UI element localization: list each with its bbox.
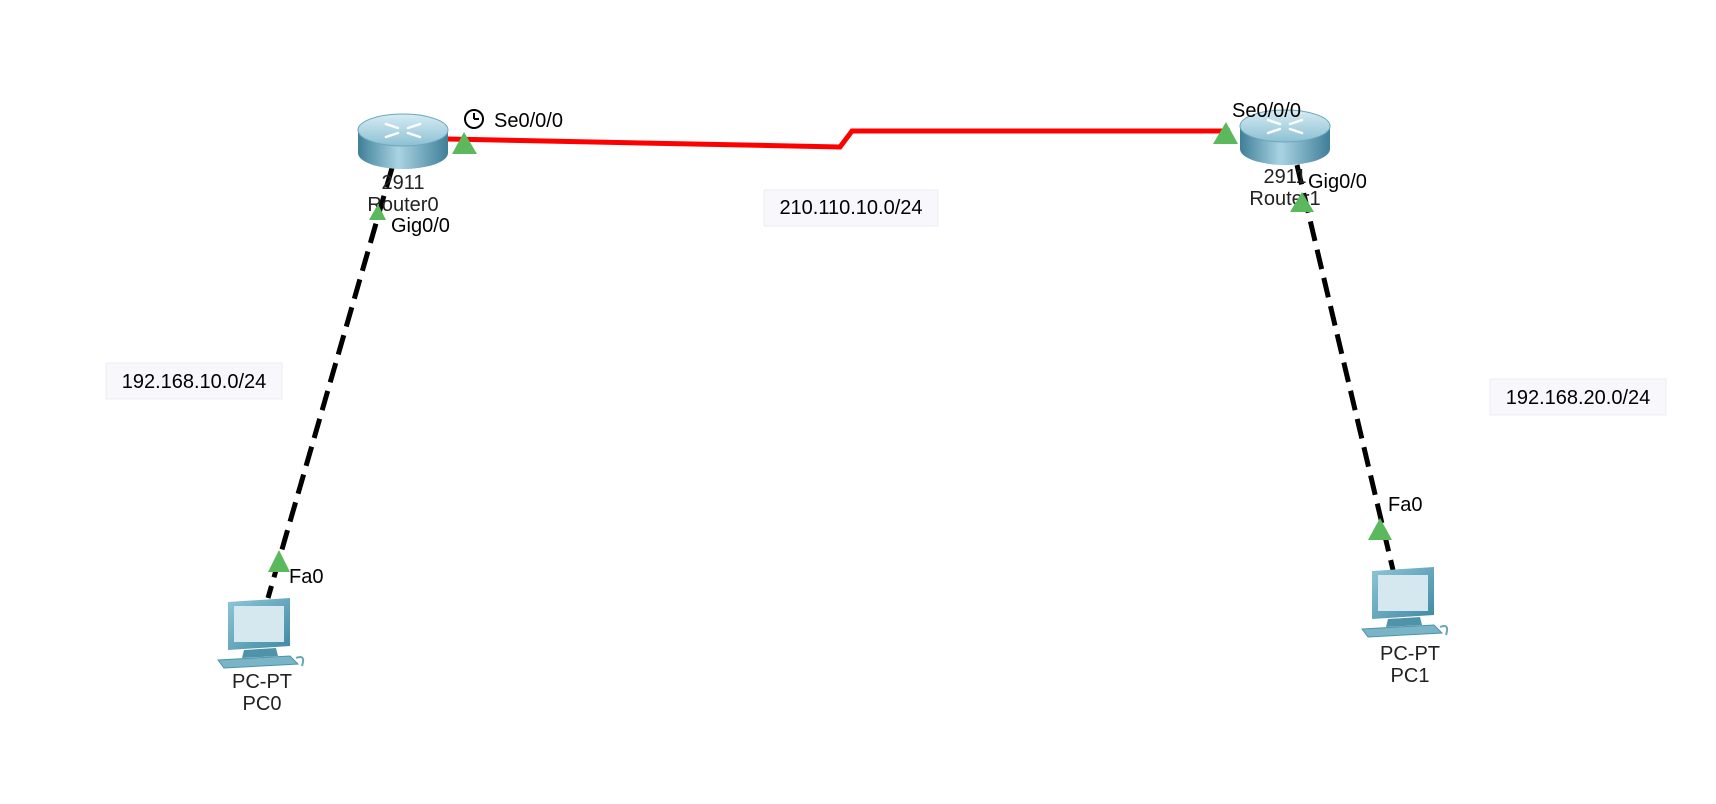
pc0-model: PC-PT xyxy=(232,671,292,693)
svg-text:210.110.10.0/24: 210.110.10.0/24 xyxy=(779,197,922,219)
pc-icon xyxy=(217,598,305,669)
port-label-r0-serial: Se0/0/0 xyxy=(494,110,563,132)
link-up-indicator xyxy=(452,132,477,154)
network-label-lan-right[interactable]: 192.168.20.0/24 xyxy=(1489,378,1667,416)
router0-device[interactable]: 2911 Router0 xyxy=(357,113,449,216)
link-up-indicator xyxy=(268,550,290,572)
pc-icon xyxy=(1361,567,1449,638)
link-up-indicator xyxy=(1368,518,1392,540)
router0-name: Router0 xyxy=(367,194,438,216)
link-up-indicator xyxy=(1290,192,1314,212)
serial-link[interactable] xyxy=(447,128,1230,150)
pc0-device[interactable]: PC-PT PC0 xyxy=(217,598,305,715)
router-icon xyxy=(357,113,449,169)
router1-device[interactable]: 2911 Router1 xyxy=(1239,109,1331,210)
svg-text:192.168.20.0/24: 192.168.20.0/24 xyxy=(1506,387,1651,409)
pc1-model: PC-PT xyxy=(1380,643,1440,665)
ethernet-link-left[interactable] xyxy=(265,167,395,599)
ethernet-link-right[interactable] xyxy=(1294,164,1396,571)
network-label-wan[interactable]: 210.110.10.0/24 xyxy=(763,189,939,227)
router1-model: 2911 xyxy=(1263,166,1306,188)
port-label-r1-gig: Gig0/0 xyxy=(1308,171,1367,193)
clock-icon xyxy=(464,109,484,129)
svg-text:192.168.10.0/24: 192.168.10.0/24 xyxy=(122,371,267,393)
port-label-pc1-fa: Fa0 xyxy=(1388,494,1422,516)
network-label-lan-left[interactable]: 192.168.10.0/24 xyxy=(105,362,283,400)
pc1-device[interactable]: PC-PT PC1 xyxy=(1361,567,1449,687)
router0-model: 2911 xyxy=(381,172,424,194)
port-label-r1-serial: Se0/0/0 xyxy=(1232,100,1301,122)
pc0-name: PC0 xyxy=(243,693,282,715)
port-label-r0-gig: Gig0/0 xyxy=(391,215,450,237)
link-up-indicator xyxy=(369,204,386,220)
router-icon xyxy=(1239,109,1331,165)
link-up-indicator xyxy=(1213,122,1238,144)
pc1-name: PC1 xyxy=(1391,665,1430,687)
port-label-pc0-fa: Fa0 xyxy=(289,566,323,588)
